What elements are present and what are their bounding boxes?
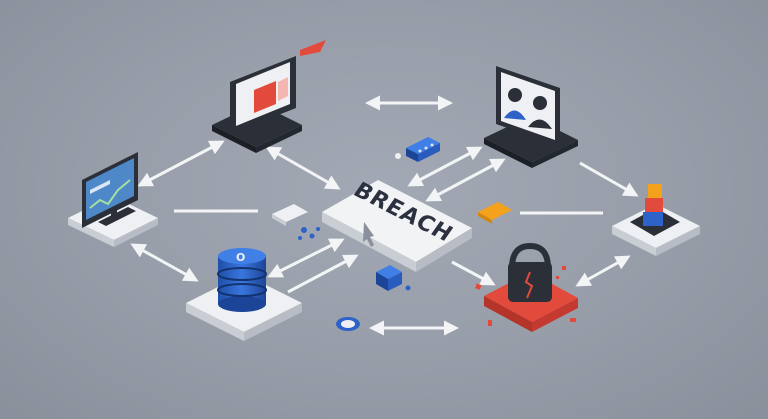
arrow-left-monitor-to-database: [130, 243, 199, 282]
right-monitor-node[interactable]: [484, 66, 578, 168]
connector-arrows: [130, 95, 639, 336]
server-stack-icon: O: [217, 248, 267, 312]
arrow-right-monitor-to-stack: [579, 161, 639, 197]
left-monitor-node[interactable]: [68, 152, 158, 247]
blue-cube-icon: [376, 265, 411, 291]
chart-screen-icon: [86, 158, 134, 220]
stack-tile-node[interactable]: [612, 184, 700, 256]
arrow-database-to-breach-1: [267, 238, 345, 278]
data-particles: [298, 227, 320, 240]
folder-icon: [478, 202, 512, 224]
block-stack-icon: [643, 184, 663, 226]
top-monitor-node[interactable]: [212, 40, 326, 153]
arrow-breach-to-lock: [451, 260, 496, 286]
database-glyph: O: [236, 251, 245, 264]
broken-lock-icon: [508, 242, 552, 302]
arrow-stack-to-lock: [575, 255, 631, 287]
ring-icon: [336, 317, 360, 331]
flag-icon: [300, 40, 326, 56]
person-icon: [533, 96, 547, 110]
arrow-database-to-breach-2: [287, 254, 359, 294]
database-node[interactable]: O: [186, 248, 302, 341]
network-switch-icon: [395, 137, 440, 162]
document-stack-icon: [272, 204, 308, 226]
broken-lock-node[interactable]: [475, 242, 578, 332]
arrow-breach-to-right-monitor-2: [425, 158, 506, 202]
debris-shards: [475, 266, 576, 326]
cursor-icon: [363, 222, 374, 247]
arrow-top-monitor-to-breach: [265, 146, 341, 190]
arrow-left-monitor-to-top-monitor: [137, 140, 225, 187]
breach-center-tile[interactable]: BREACH: [322, 178, 472, 272]
person-icon: [508, 88, 522, 102]
